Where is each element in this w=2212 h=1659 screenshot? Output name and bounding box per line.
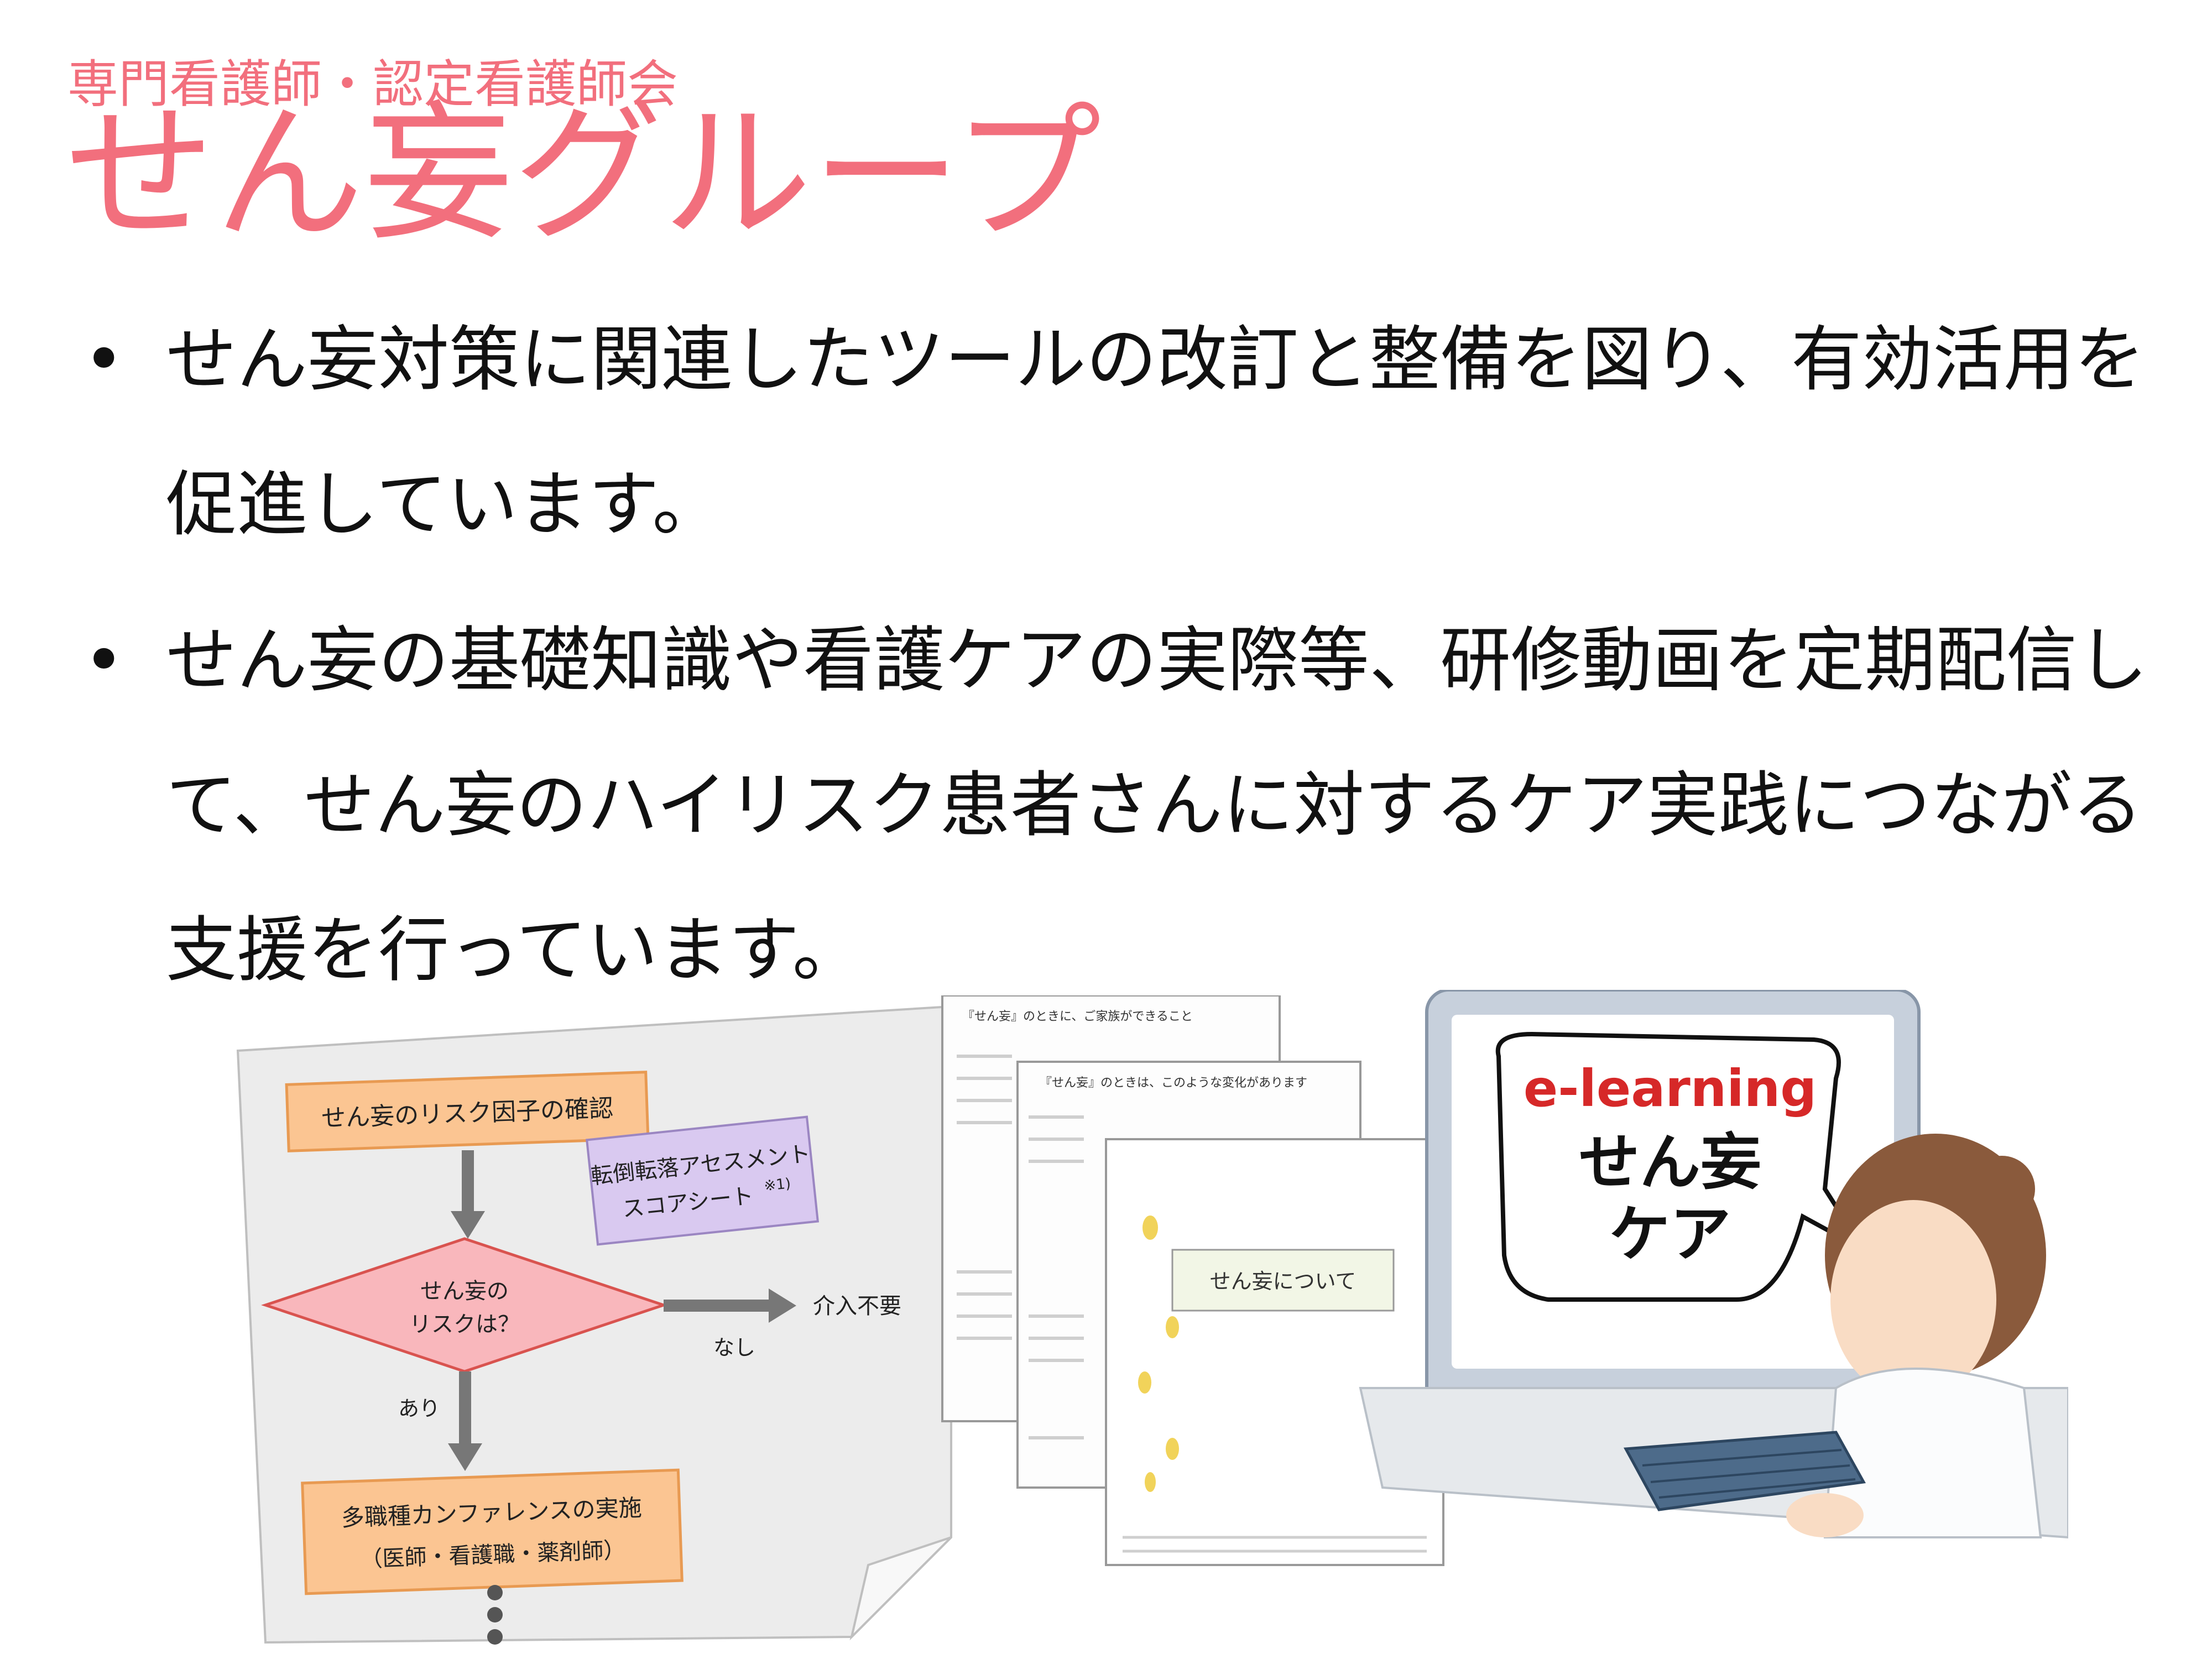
arrow-down-icon [448,1443,482,1471]
arrow-down-icon [451,1211,485,1239]
leaflet-2-title: 『せん妄』のときは、このような変化があります [1040,1076,1307,1090]
keyboard [1623,1431,1866,1511]
bullet-item-2: • せん妄の基礎知識や看護ケアの実際等、研修動画を定期配信して、せん妄のハイリス… [83,588,2162,1023]
arrow-shaft-1 [462,1150,474,1211]
diamond-text-1: せん妄の [420,1279,509,1304]
continuation-dot [487,1629,503,1645]
continuation-dot [487,1607,503,1623]
score-sheet-mark: ※1) [763,1175,791,1194]
arrow-shaft-2 [664,1300,769,1312]
flowchart-figure: せん妄のリスク因子の確認 転倒転落アセスメント スコアシート ※1) せん妄の … [236,1005,952,1645]
nurse-body [1823,1368,2042,1538]
bullet-dot-icon: • [83,319,125,401]
bullet-item-1: • せん妄対策に関連したツールの改訂と整備を図り、有効活用を促進しています。 [83,288,2162,577]
page-subtitle: 専門看護師・認定看護師会 [67,55,679,114]
continuation-dot [487,1585,503,1600]
diamond-text-2: リスクは？ [409,1312,520,1337]
elearning-text-1: せん妄 [1579,1127,1761,1198]
speech-bubble [1495,1031,1866,1302]
page-title: せん妄グループ [65,87,1102,261]
arrow-right-icon [769,1288,796,1323]
bullet-list: • せん妄対策に関連したツールの改訂と整備を図り、有効活用を促進しています。 •… [83,288,2162,1023]
leaflet-2-body [1029,1115,1084,1439]
bullet-text-2: せん妄の基礎知識や看護ケアの実際等、研修動画を定期配信して、せん妄のハイリスク患… [166,619,2148,992]
keyboard-keys [1642,1449,1856,1499]
elearning-illustration: e-learning せん妄 ケア [1359,990,2068,1539]
bullet-text-1: せん妄対策に関連したツールの改訂と整備を図り、有効活用を促進しています。 [166,319,2145,546]
yes-label: あり [398,1396,440,1421]
no-intervention-label: 介入不要 [813,1293,901,1319]
leaflet-3-footer [1123,1536,1427,1553]
elearning-label: e-learning [1524,1059,1817,1118]
nurse-hand [1786,1493,1864,1537]
leaflet-3-title-scroll [1171,1249,1395,1312]
nurse-hair-bun [1969,1156,2035,1222]
flowchart-box-risk-check [285,1071,650,1152]
nurse-face [1830,1200,1996,1399]
bullet-dot-icon: • [83,619,125,702]
leaflet-page-3 [1105,1138,1444,1566]
elearning-text-2: ケア [1609,1199,1731,1270]
no-label: なし [713,1335,755,1360]
flowchart-box-conference [301,1468,684,1595]
falling-leaves-icon [1138,1215,1179,1492]
leaflet-1-title: 『せん妄』のときに、ご家族ができること [962,1010,1193,1024]
leaflet-1-body [957,1055,1012,1340]
leaflet-documents: 『せん妄』のときに、ご家族ができること 『せん妄』のときは、このような変化があり… [941,995,1444,1566]
leaflet-3-title: せん妄について [1210,1269,1357,1293]
paper-curl [849,1536,952,1641]
score-sheet-note [585,1115,820,1246]
arrow-shaft-3 [459,1371,471,1443]
